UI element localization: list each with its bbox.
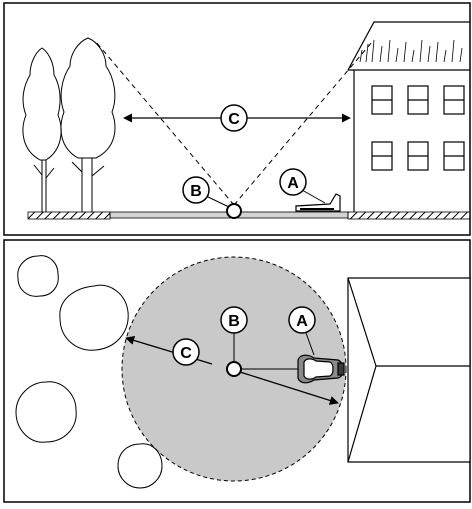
callout-a-leader xyxy=(301,189,326,204)
tree-left xyxy=(22,47,62,212)
robot-mower xyxy=(297,354,345,384)
radius-arrow-left xyxy=(125,336,213,365)
callout-a-circle-top xyxy=(288,306,316,334)
callout-a-label-top: A xyxy=(296,313,308,330)
shrub-2 xyxy=(59,284,129,351)
callout-c-label: C xyxy=(228,111,240,128)
radius-arrow-right xyxy=(239,371,339,405)
shrub-4 xyxy=(117,443,163,489)
top-view-panel: B C A xyxy=(3,239,471,503)
callout-a-leader-top xyxy=(305,332,315,356)
callout-b-label: B xyxy=(190,183,202,200)
shrubs xyxy=(15,255,163,489)
charging-station xyxy=(295,193,341,212)
callout-b-circle-top xyxy=(220,306,248,334)
sensor-ring-top xyxy=(226,361,242,377)
callout-b-circle xyxy=(182,176,210,204)
shrub-3 xyxy=(15,381,77,443)
tree-right xyxy=(60,37,116,212)
callout-c-circle-top xyxy=(172,338,200,366)
house-roof xyxy=(347,277,471,463)
callout-a-circle xyxy=(279,168,307,196)
callout-c-label-top: C xyxy=(180,345,192,362)
building-windows xyxy=(371,85,465,171)
callout-b-leader xyxy=(205,195,230,208)
callout-c-circle xyxy=(220,104,248,132)
sensor-ring xyxy=(226,203,242,219)
callout-b-label-top: B xyxy=(228,313,240,330)
building xyxy=(347,21,470,212)
callout-a-label: A xyxy=(287,175,299,192)
shrub-1 xyxy=(17,255,59,297)
ground xyxy=(27,211,471,220)
side-view-panel: C B A xyxy=(3,2,471,236)
